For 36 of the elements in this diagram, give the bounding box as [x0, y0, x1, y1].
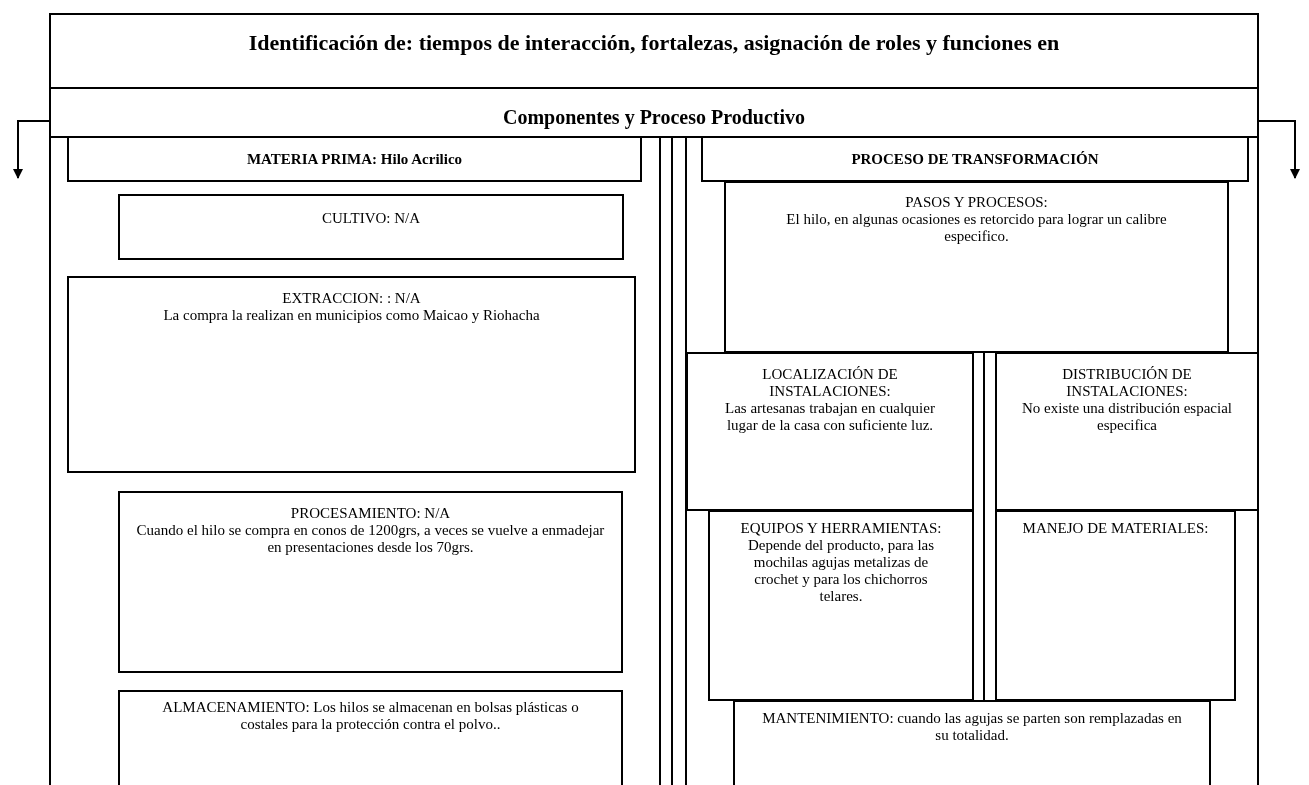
box-heading: Componentes y Proceso Productivo: [502, 105, 806, 129]
box-heading: ALMACENAMIENTO: Los hilos se almacenan en bolsas plásticas o costales para la protección contra el polvo..: [161, 699, 580, 733]
arrow: [13, 120, 50, 179]
box-heading: MANEJO DE MATERIALES:: [1021, 520, 1210, 537]
process-box: [724, 181, 1229, 353]
process-box: [118, 194, 624, 260]
section-band: [49, 87, 1259, 138]
box-heading: PROCESO DE TRANSFORMACIÓN: [850, 151, 1100, 168]
header-box: [67, 136, 642, 182]
process-box: [118, 491, 623, 673]
header-box: [701, 136, 1249, 182]
box-text: Las artesanas trabajan en cualquier lugar de la casa con suficiente luz.: [724, 400, 936, 434]
box-heading: PASOS Y PROCESOS:: [904, 194, 1049, 211]
box-heading: EQUIPOS Y HERRAMIENTAS:: [740, 520, 942, 537]
process-box: [995, 510, 1236, 701]
process-box: [686, 352, 974, 511]
box-heading: Identificación de: tiempos de interacción, fortalezas, asignación de roles y funciones en: [247, 31, 1061, 55]
box-heading: DISTRIBUCIÓN DE INSTALACIONES:: [1061, 366, 1193, 400]
arrow: [1258, 120, 1300, 179]
process-box: [67, 276, 636, 473]
box-heading: MANTENIMIENTO: cuando las agujas se parten son remplazadas en su totalidad.: [761, 710, 1183, 744]
box-text: El hilo, en algunas ocasiones es retorcido para lograr un calibre especifico.: [785, 211, 1168, 245]
box-text: La compra la realizan en municipios como Maicao y Riohacha: [162, 307, 541, 324]
box-heading: EXTRACCION: : N/A: [281, 290, 422, 307]
box-heading: PROCESAMIENTO: N/A: [289, 505, 452, 522]
process-box: [995, 352, 1259, 511]
box-heading: LOCALIZACIÓN DE INSTALACIONES:: [761, 366, 899, 400]
box-text: No existe una distribución espacial especifica: [1021, 400, 1233, 434]
process-box: [708, 510, 974, 701]
process-box: [733, 700, 1211, 785]
box-heading: CULTIVO: N/A: [320, 210, 422, 227]
box-text: Cuando el hilo se compra en conos de 1200grs, a veces se vuelve a enmadejar en presentaciones desde los 70grs.: [135, 522, 606, 556]
box-heading: MATERIA PRIMA: Hilo Acrilico: [245, 151, 464, 168]
process-box: [118, 690, 623, 785]
title-box: [49, 13, 1259, 89]
box-text: Depende del producto, para las mochilas agujas metalizas de crochet y para los chichorros telares.: [746, 537, 936, 605]
